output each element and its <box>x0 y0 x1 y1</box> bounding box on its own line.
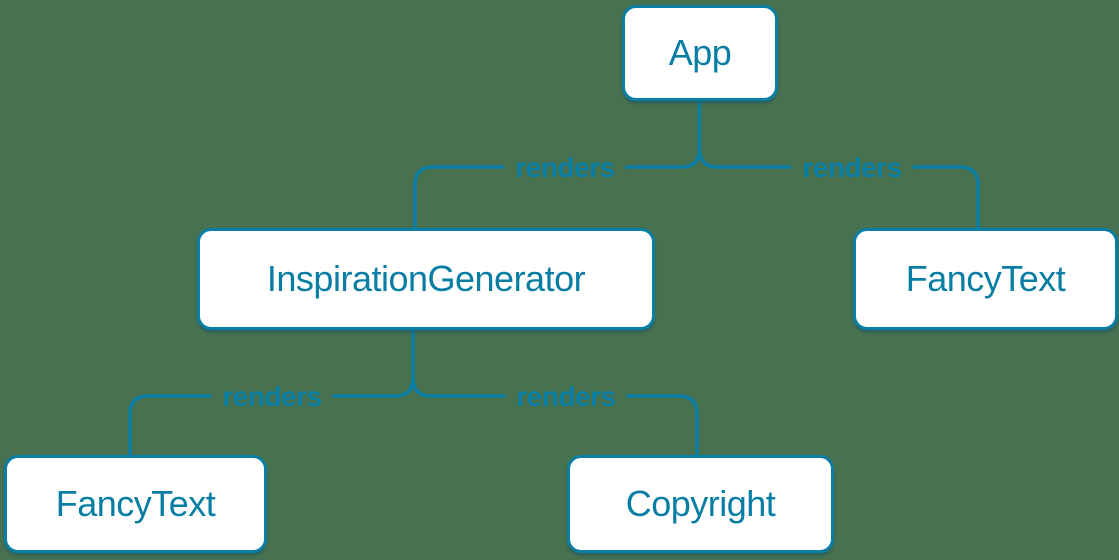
edge-app-to-fancytext <box>697 147 980 231</box>
node-fancy-text-bottom-label: FancyText <box>55 483 216 524</box>
edge-label-renders-inspirationgenerator-copyright: renders <box>505 380 627 414</box>
edge-label-renders-inspirationgenerator-fancytext: renders <box>211 380 333 414</box>
node-copyright: Copyright <box>567 455 834 553</box>
node-inspiration-generator: InspirationGenerator <box>197 228 655 330</box>
node-inspiration-generator-label: InspirationGenerator <box>266 258 586 299</box>
node-fancy-text-top: FancyText <box>853 228 1118 330</box>
edge-label-renders-app-inspirationgenerator: renders <box>504 151 626 185</box>
edge-label-renders-app-fancytext: renders <box>791 151 913 185</box>
edge-inspirationgenerator-to-copyright <box>411 376 699 458</box>
node-app-label: App <box>668 32 732 73</box>
node-fancy-text-bottom: FancyText <box>4 455 267 553</box>
node-copyright-label: Copyright <box>625 483 776 524</box>
node-app: App <box>622 5 778 101</box>
node-fancy-text-top-label: FancyText <box>905 258 1066 299</box>
